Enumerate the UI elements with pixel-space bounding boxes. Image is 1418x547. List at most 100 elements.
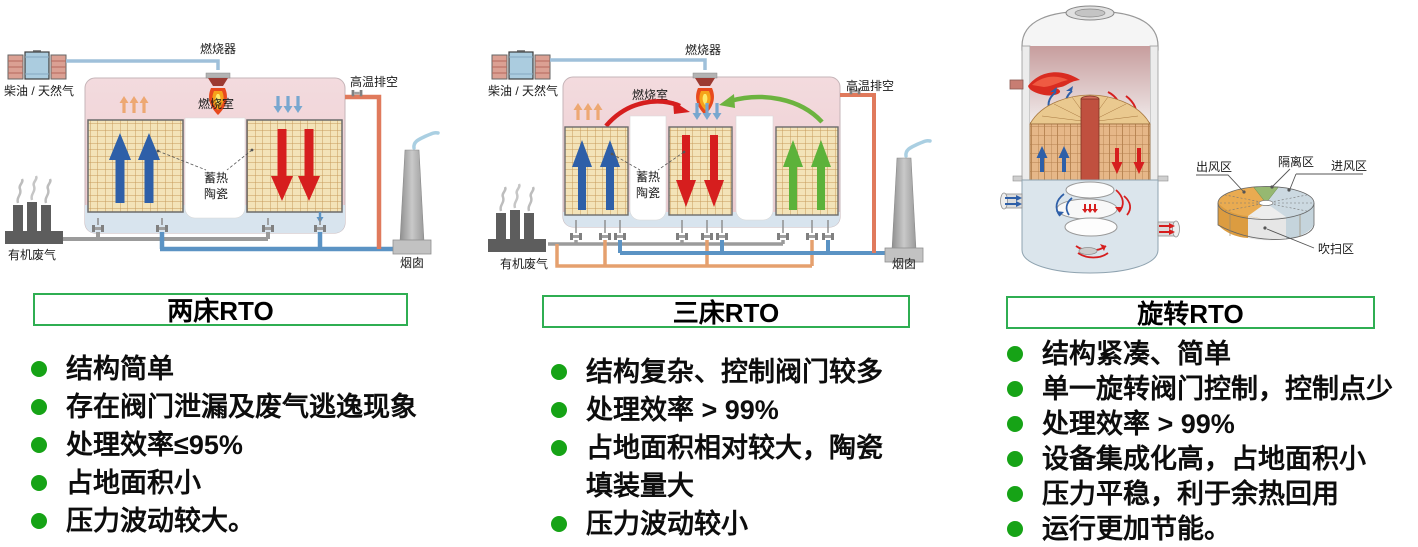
bullet-text: 处理效率≤95% xyxy=(66,430,243,460)
outlet-zone-label: 出风区 xyxy=(1196,160,1232,174)
rotor-zone-diagram xyxy=(1217,186,1315,241)
bullet-text: 处理效率 > 99% xyxy=(1042,409,1235,439)
waste-gas-label: 有机废气 xyxy=(8,247,56,262)
bed-valves xyxy=(92,218,326,232)
bullet-text: 处理效率 > 99% xyxy=(586,395,779,425)
list-item: 占地面积相对较大，陶瓷填装量大 xyxy=(546,429,892,505)
bullet-dot-icon xyxy=(1007,416,1023,432)
purge-pipe xyxy=(555,240,814,268)
cool-mini-arrows xyxy=(692,103,722,120)
stack-label: 烟囱 xyxy=(400,256,424,270)
bullet-text: 结构复杂、控制阀门较多 xyxy=(586,357,883,387)
bullet-text: 存在阀门泄漏及废气逃逸现象 xyxy=(66,392,417,422)
flow-up-arrows-green xyxy=(783,140,831,210)
list-item: 结构紧凑、简单 xyxy=(1002,337,1406,372)
flow-up-arrows-blue xyxy=(572,140,620,210)
vent-pipe xyxy=(840,93,876,253)
bullet-text: 结构简单 xyxy=(66,354,174,384)
list-item: 结构简单 xyxy=(26,350,438,388)
list-item: 处理效率 > 99% xyxy=(1002,407,1406,442)
list-item: 压力波动较小 xyxy=(546,505,892,543)
chimney-icon xyxy=(883,138,932,264)
bullet-text: 运行更加节能。 xyxy=(1042,514,1231,544)
ceramic-label-2: 陶瓷 xyxy=(636,185,660,200)
chamber-label: 燃烧室 xyxy=(198,96,234,111)
title-three-bed-rto-text: 三床RTO xyxy=(672,298,780,328)
three-bed-bullet-list: 结构复杂、控制阀门较多处理效率 > 99% 占地面积相对较大，陶瓷填装量大压力波动… xyxy=(546,353,892,543)
list-item: 运行更加节能。 xyxy=(1002,512,1406,547)
factory-icon xyxy=(3,174,65,246)
fuel-drums-icon xyxy=(491,49,551,80)
transfer-arrow-red xyxy=(604,99,690,128)
rotary-bullet-list: 结构紧凑、简单单一旋转阀门控制，控制点少处理效率 > 99%设备集成化高，占地面… xyxy=(1002,337,1406,547)
purge-zone-label: 吹扫区 xyxy=(1318,242,1354,256)
hot-mini-arrows xyxy=(119,96,149,113)
bullet-dot-icon xyxy=(551,440,567,456)
waste-gas-pipe xyxy=(63,232,270,241)
flow-up-arrows xyxy=(109,133,160,203)
ceramic-bed-left xyxy=(87,119,184,213)
hot-mini-arrows xyxy=(573,103,603,120)
bullet-dot-icon xyxy=(1007,521,1023,537)
title-rotary-rto-text: 旋转RTO xyxy=(1137,299,1244,329)
list-item: 处理效率 > 99% xyxy=(546,391,892,429)
flow-down-arrows-red xyxy=(676,135,724,207)
list-item: 设备集成化高，占地面积小 xyxy=(1002,442,1406,477)
ceramic-label-1: 蓄热 xyxy=(204,171,228,185)
bullet-dot-icon xyxy=(1007,486,1023,502)
vent-pipe xyxy=(345,94,382,249)
waste-gas-pipe xyxy=(548,240,785,246)
bed-gap-2 xyxy=(735,115,774,221)
bullet-text: 占地面积小 xyxy=(66,468,201,498)
bed-gap-1 xyxy=(629,115,667,221)
vent-label: 高温排空 xyxy=(350,74,398,89)
chamber-label: 燃烧室 xyxy=(632,87,668,102)
list-item: 结构复杂、控制阀门较多 xyxy=(546,353,892,391)
title-rotary-rto: 旋转RTO xyxy=(1006,296,1375,329)
bullet-text: 压力平稳，利于余热回用 xyxy=(1042,479,1339,509)
title-three-bed-rto: 三床RTO xyxy=(542,295,910,328)
burner-label: 燃烧器 xyxy=(200,41,236,56)
ceramic-bed-right xyxy=(246,119,343,213)
stack-label: 烟囱 xyxy=(892,257,916,271)
bullet-dot-icon xyxy=(31,437,47,453)
title-two-bed-rto-text: 两床RTO xyxy=(167,296,274,326)
burner-nozzle xyxy=(1009,79,1024,90)
burner-label: 燃烧器 xyxy=(685,42,721,57)
isolation-zone-label: 隔离区 xyxy=(1278,154,1314,169)
bullet-dot-icon xyxy=(551,364,567,380)
bullet-dot-icon xyxy=(31,361,47,377)
bullet-dot-icon xyxy=(1007,346,1023,362)
vent-label: 高温排空 xyxy=(846,78,894,93)
bed-valves xyxy=(570,220,834,240)
rotary-valve xyxy=(1056,181,1118,237)
list-item: 压力平稳，利于余热回用 xyxy=(1002,477,1406,512)
fuel-pipe xyxy=(550,58,707,70)
ceramic-bed-3 xyxy=(775,126,839,216)
bullet-dot-icon xyxy=(31,399,47,415)
vent-arrow xyxy=(316,212,324,223)
two-bed-rto-diagram: 柴油 / 天然气 燃烧器 燃烧室 蓄热 陶瓷 xyxy=(3,41,440,270)
bullet-text: 压力波动较大。 xyxy=(66,506,255,536)
bullet-text: 压力波动较小 xyxy=(586,509,748,539)
fuel-label: 柴油 / 天然气 xyxy=(488,83,558,98)
inlet-zone-label: 进风区 xyxy=(1331,159,1367,173)
bullet-dot-icon xyxy=(1007,381,1023,397)
bullet-dot-icon xyxy=(31,513,47,529)
bullet-text: 设备集成化高，占地面积小 xyxy=(1042,444,1366,474)
two-bed-bullet-list: 结构简单存在阀门泄漏及废气逃逸现象处理效率≤95% 占地面积小压力波动较大。 xyxy=(26,350,438,540)
zone-leader-lines xyxy=(1196,168,1363,249)
title-two-bed-rto: 两床RTO xyxy=(33,293,408,326)
bullet-dot-icon xyxy=(551,516,567,532)
rotary-rto-diagram: 出风区 隔离区 进风区 吹扫区 xyxy=(1000,5,1367,274)
flow-down-arrows xyxy=(271,129,320,201)
fuel-label: 柴油 / 天然气 xyxy=(4,83,74,98)
clean-gas-pipe xyxy=(618,240,898,255)
bullet-text: 结构紧凑、简单 xyxy=(1042,339,1231,369)
list-item: 压力波动较大。 xyxy=(26,502,438,540)
fuel-drums-icon xyxy=(7,49,67,80)
cool-mini-arrows xyxy=(273,96,303,113)
clean-gas-pipe xyxy=(159,232,404,252)
transfer-arrow-green xyxy=(719,94,824,124)
chimney-icon xyxy=(391,130,440,256)
